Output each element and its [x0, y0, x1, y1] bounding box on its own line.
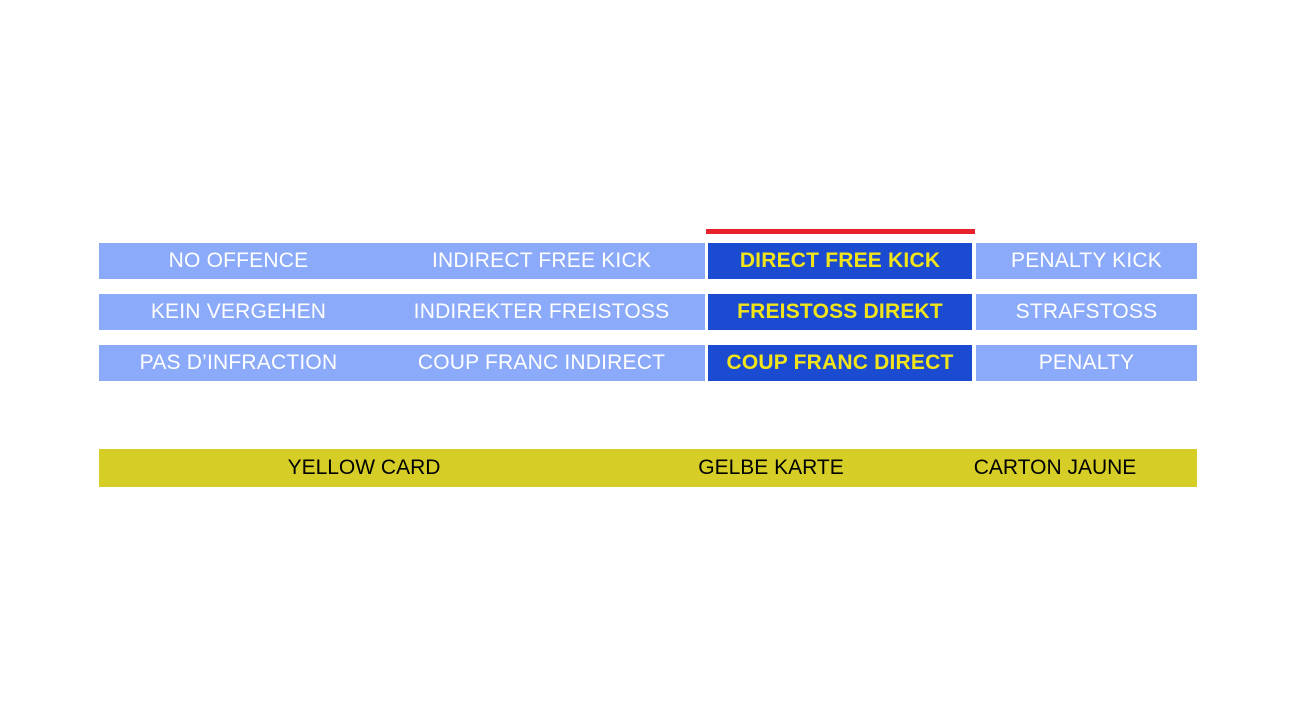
- cell-indirect-free-kick-english[interactable]: INDIRECT FREE KICK: [378, 243, 705, 279]
- cell-indirect-free-kick-french[interactable]: COUP FRANC INDIRECT: [378, 345, 705, 381]
- cell-no-offence-french[interactable]: PAS D’INFRACTION: [99, 345, 378, 381]
- cell-penalty-kick-french[interactable]: PENALTY: [976, 345, 1197, 381]
- cell-direct-free-kick-german[interactable]: FREISTOSS DIREKT: [708, 294, 972, 330]
- yellow-card-label-french: CARTON JAUNE: [973, 456, 1137, 479]
- matrix-row-english: NO OFFENCE INDIRECT FREE KICK DIRECT FRE…: [99, 229, 1197, 279]
- yellow-card-label-german: GELBE KARTE: [698, 456, 844, 479]
- cell-gap: [972, 294, 976, 330]
- cell-no-offence-english[interactable]: NO OFFENCE: [99, 243, 378, 279]
- cell-indirect-free-kick-german[interactable]: INDIREKTER FREISTOSS: [378, 294, 705, 330]
- cell-penalty-kick-german[interactable]: STRAFSTOSS: [976, 294, 1197, 330]
- cell-gap: [705, 345, 708, 381]
- yellow-card-banner[interactable]: YELLOW CARD GELBE KARTE CARTON JAUNE: [99, 449, 1197, 487]
- offence-decision-matrix: NO OFFENCE INDIRECT FREE KICK DIRECT FRE…: [99, 229, 1197, 396]
- matrix-row-french: PAS D’INFRACTION COUP FRANC INDIRECT COU…: [99, 345, 1197, 381]
- yellow-card-label-english: YELLOW CARD: [287, 456, 441, 479]
- cell-direct-free-kick-english[interactable]: DIRECT FREE KICK: [708, 243, 972, 279]
- cell-gap: [705, 243, 708, 279]
- cell-no-offence-german[interactable]: KEIN VERGEHEN: [99, 294, 378, 330]
- cell-gap: [972, 243, 976, 279]
- cell-gap: [972, 345, 976, 381]
- highlight-accent-bar: [706, 229, 975, 234]
- cell-penalty-kick-english[interactable]: PENALTY KICK: [976, 243, 1197, 279]
- cell-gap: [705, 294, 708, 330]
- matrix-row-german: KEIN VERGEHEN INDIREKTER FREISTOSS FREIS…: [99, 294, 1197, 330]
- cell-direct-free-kick-french[interactable]: COUP FRANC DIRECT: [708, 345, 972, 381]
